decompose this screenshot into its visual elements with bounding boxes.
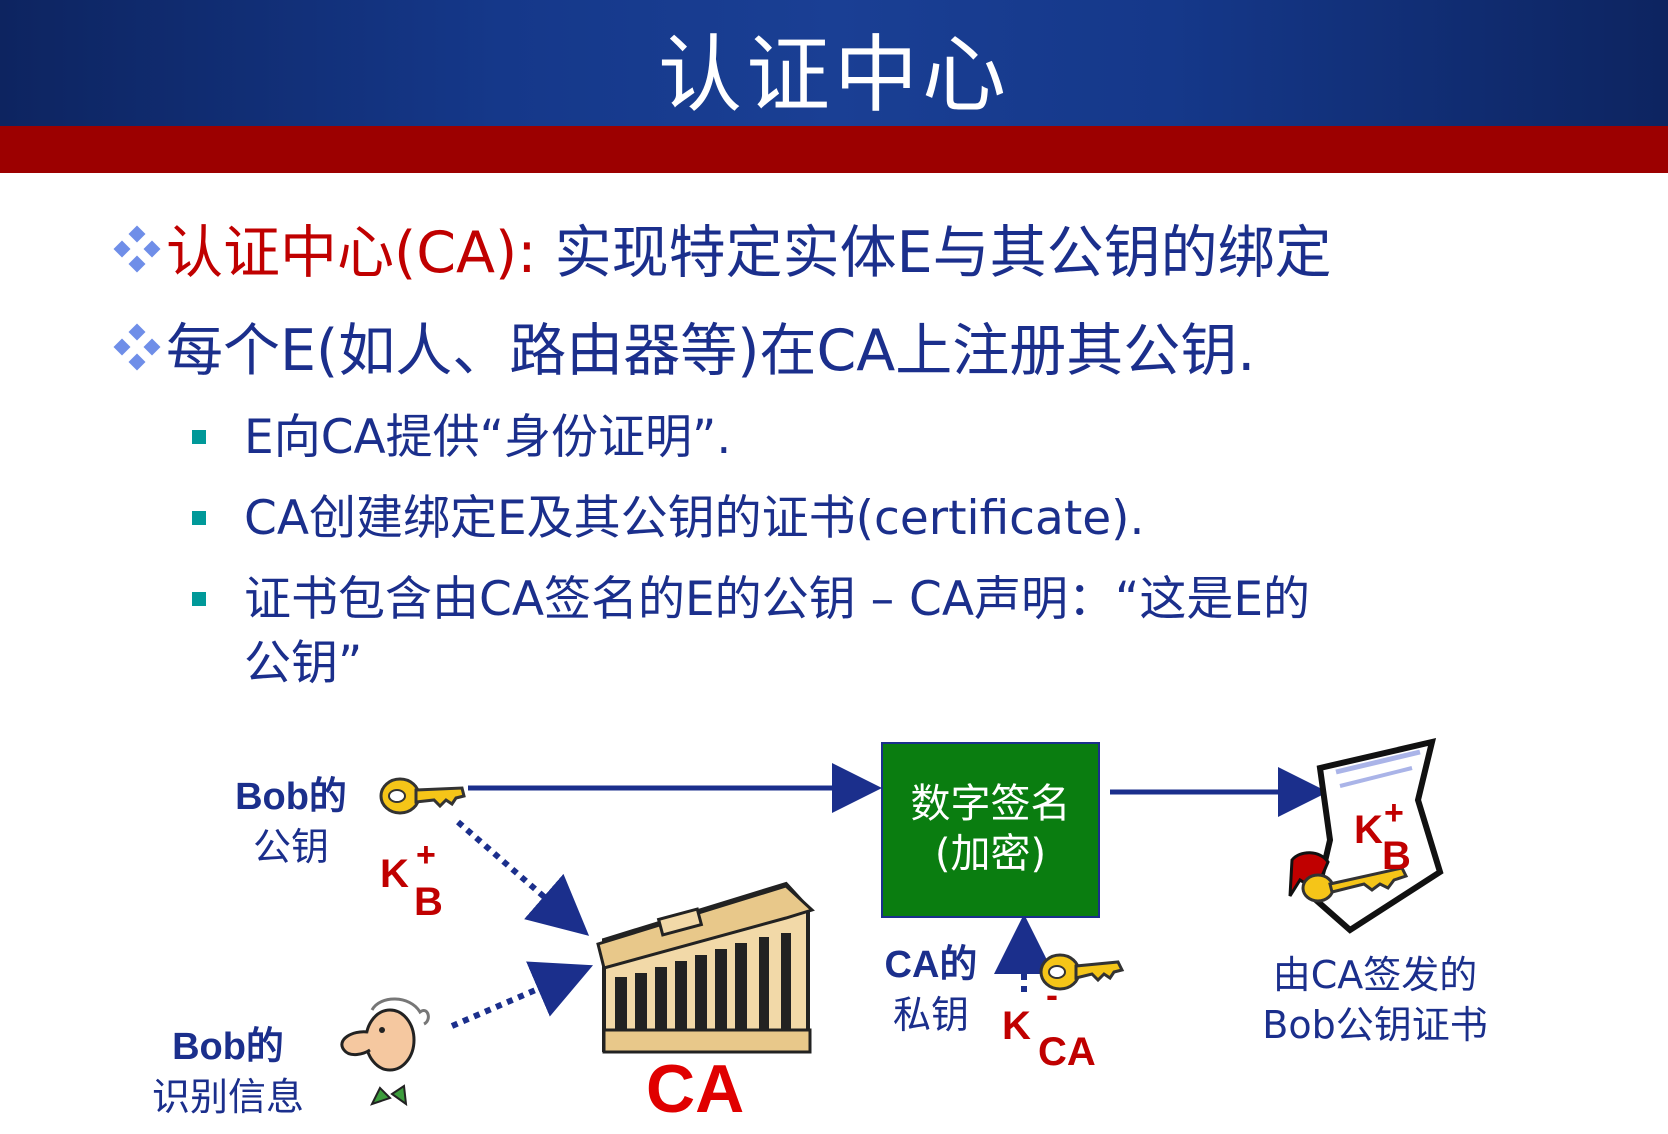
sub-bullet-3-text-line1: 证书包含由CA签名的E的公钥 – CA声明：“这是E的 [244, 572, 1311, 627]
square-bullet-icon [192, 430, 206, 444]
bob-pubkey-label: Bob的 公钥 [235, 776, 347, 869]
certificate-icon [1288, 737, 1444, 934]
arrow-pubkey-to-ca [456, 819, 590, 936]
building-icon [596, 881, 815, 1054]
title-banner: 认证中心 [0, 0, 1668, 126]
bullet-1: 认证中心(CA): 实现特定实体E与其公钥的绑定 [112, 218, 1332, 288]
sig-box-line1: 数字签名 [910, 781, 1071, 827]
bullet-2: 每个E(如人、路由器等)在CA上注册其公钥. [112, 316, 1255, 386]
square-bullet-icon [192, 592, 206, 606]
key-icon [1039, 953, 1125, 991]
sub-bullet-3-text-line2: 公钥” [244, 636, 363, 691]
bob-identity-label: Bob的 识别信息 [151, 1026, 304, 1119]
ca-privkey-label: CA的 私钥 [884, 944, 978, 1037]
person-icon [340, 997, 430, 1107]
arrow-identity-to-ca [450, 961, 594, 1029]
key-icon [379, 777, 466, 815]
sub-bullet-2-text: CA创建绑定E及其公钥的证书(certificate). [244, 491, 1145, 546]
diamond-bullet-icon [112, 316, 166, 386]
bullet-1-text: 实现特定实体E与其公钥的绑定 [536, 220, 1332, 286]
ca-label: CA [646, 1051, 745, 1127]
red-divider-bar [0, 126, 1668, 173]
bullet-2-text: 每个E(如人、路由器等)在CA上注册其公钥. [166, 318, 1256, 384]
diamond-bullet-icon [112, 218, 166, 288]
sig-box-line2: (加密) [934, 831, 1047, 877]
digital-signature-box: 数字签名 (加密) [881, 742, 1100, 918]
slide-title: 认证中心 [657, 26, 1010, 124]
sub-bullet-1-text: E向CA提供“身份证明”. [244, 410, 732, 465]
certificate-label: 由CA签发的 Bob公钥证书 [1262, 953, 1488, 1047]
square-bullet-icon [192, 511, 206, 525]
bullet-1-heading: 认证中心(CA): [166, 220, 537, 286]
